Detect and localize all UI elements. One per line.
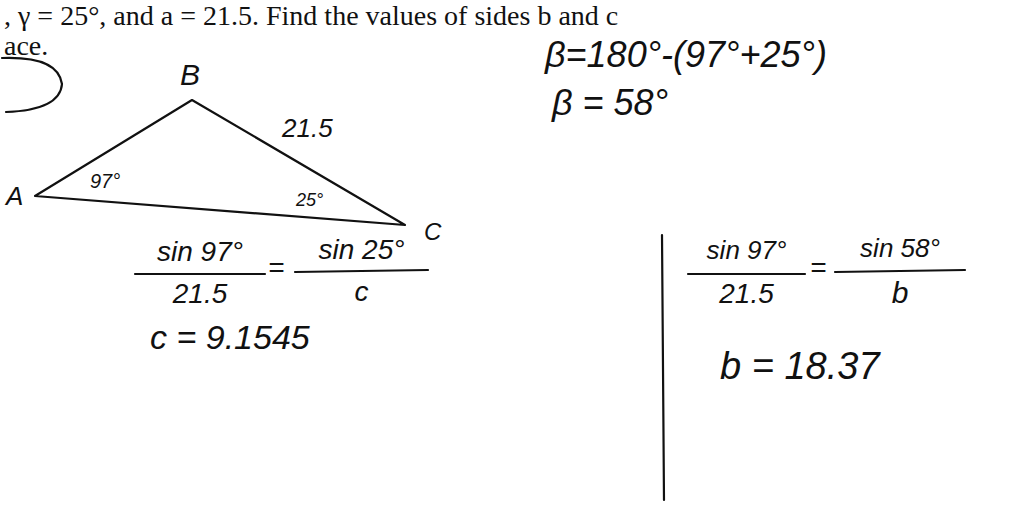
vertex-label: C [424,218,441,246]
problem-text: ace. [4,30,48,62]
vertex-label: A [6,182,23,212]
fraction-bar [688,273,805,275]
equals-sign: = [268,252,284,284]
denominator: 21.5 [688,278,805,310]
vertex-label: B [180,58,200,93]
denominator: 21.5 [135,278,265,310]
equation: β=180°-(97°+25°) [545,34,827,75]
equals-sign: = [810,252,826,284]
side-length: 21.5 [282,114,333,144]
circled-mark [2,58,62,112]
divider-line [662,235,664,500]
numerator: sin 97° [688,236,805,266]
fraction-bar [135,273,265,275]
equation: β = 58° [552,82,668,123]
numerator: sin 58° [835,234,965,264]
triangle [35,100,405,225]
fraction-bar [295,270,428,272]
angle-label: 25° [296,190,323,211]
denominator: b [835,276,965,311]
result: c = 9.1545 [150,318,310,357]
problem-text: , γ = 25°, and a = 21.5. Find the values… [4,0,618,32]
numerator: sin 25° [295,234,428,266]
numerator: sin 97° [135,236,265,268]
fraction-bar [835,270,965,272]
denominator: c [295,276,428,308]
angle-label: 97° [90,170,120,193]
result: b = 18.37 [720,345,880,389]
